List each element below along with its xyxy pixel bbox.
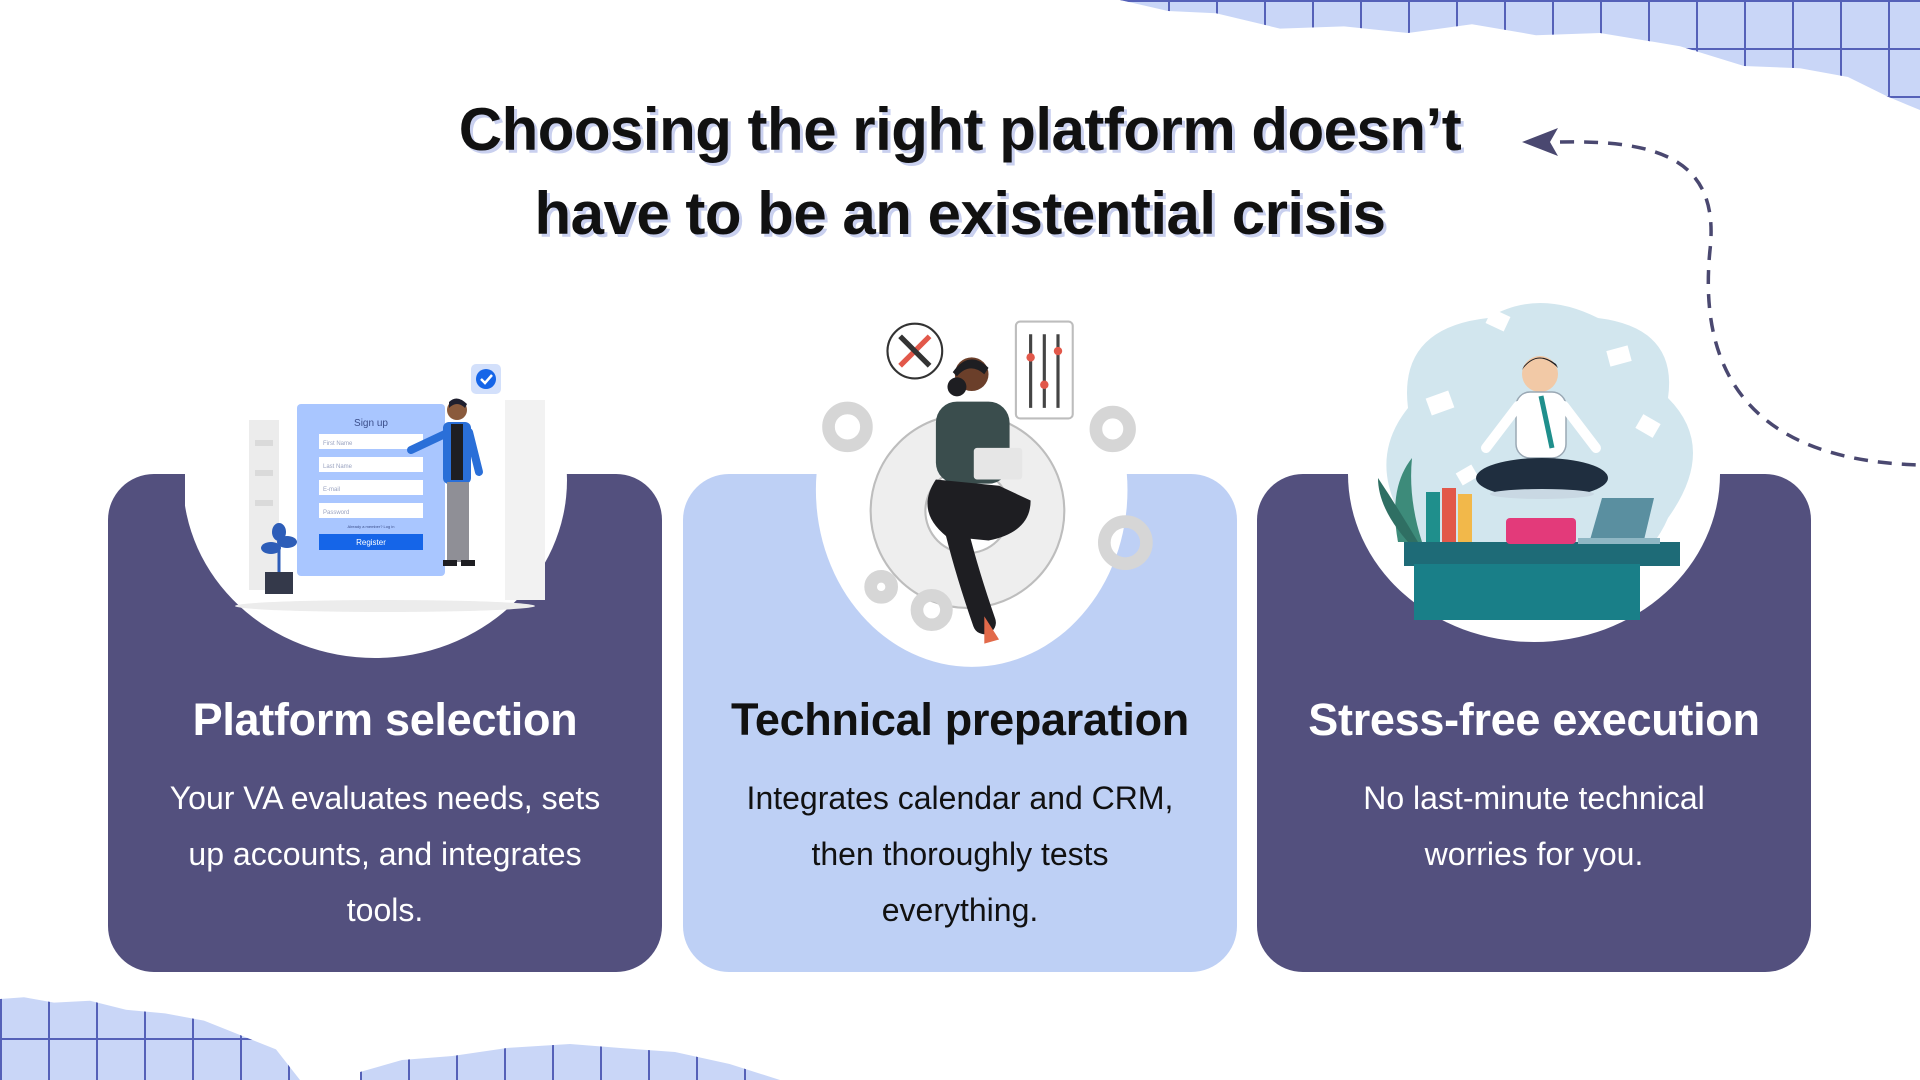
card-title: Stress-free execution — [1308, 694, 1760, 745]
page-title-line-1: Choosing the right platform doesn’t — [458, 96, 1462, 163]
dashed-arrow-icon — [1522, 128, 1920, 467]
password-field: Password — [323, 510, 349, 516]
meditation-illustration — [1348, 303, 1720, 642]
card-description: Integrates calendar and CRM, then thorou… — [746, 780, 1174, 928]
register-button: Register — [356, 538, 386, 547]
card-title: Technical preparation — [731, 694, 1189, 745]
card-description: No last-minute technical worries for you… — [1363, 780, 1705, 872]
login-hint: Already a member? Log in — [348, 524, 395, 529]
gears-laptop-illustration — [815, 313, 1153, 667]
page-title: Choosing the right platform doesn’t have… — [300, 88, 1620, 256]
page-title-line-2: have to be an existential crisis — [534, 180, 1386, 247]
signup-form-illustration: Sign up First Name Last Name E-mail Pass… — [185, 302, 567, 658]
card-title: Platform selection — [192, 694, 578, 745]
grid-paper-bottom-left — [0, 997, 300, 1080]
grid-paper-bottom-middle — [360, 1044, 780, 1080]
card-description: Your VA evaluates needs, sets up account… — [169, 780, 601, 928]
email-field: E-mail — [323, 487, 340, 493]
first-name-field: First Name — [323, 441, 353, 447]
last-name-field: Last Name — [323, 464, 353, 470]
signup-title: Sign up — [354, 418, 388, 429]
